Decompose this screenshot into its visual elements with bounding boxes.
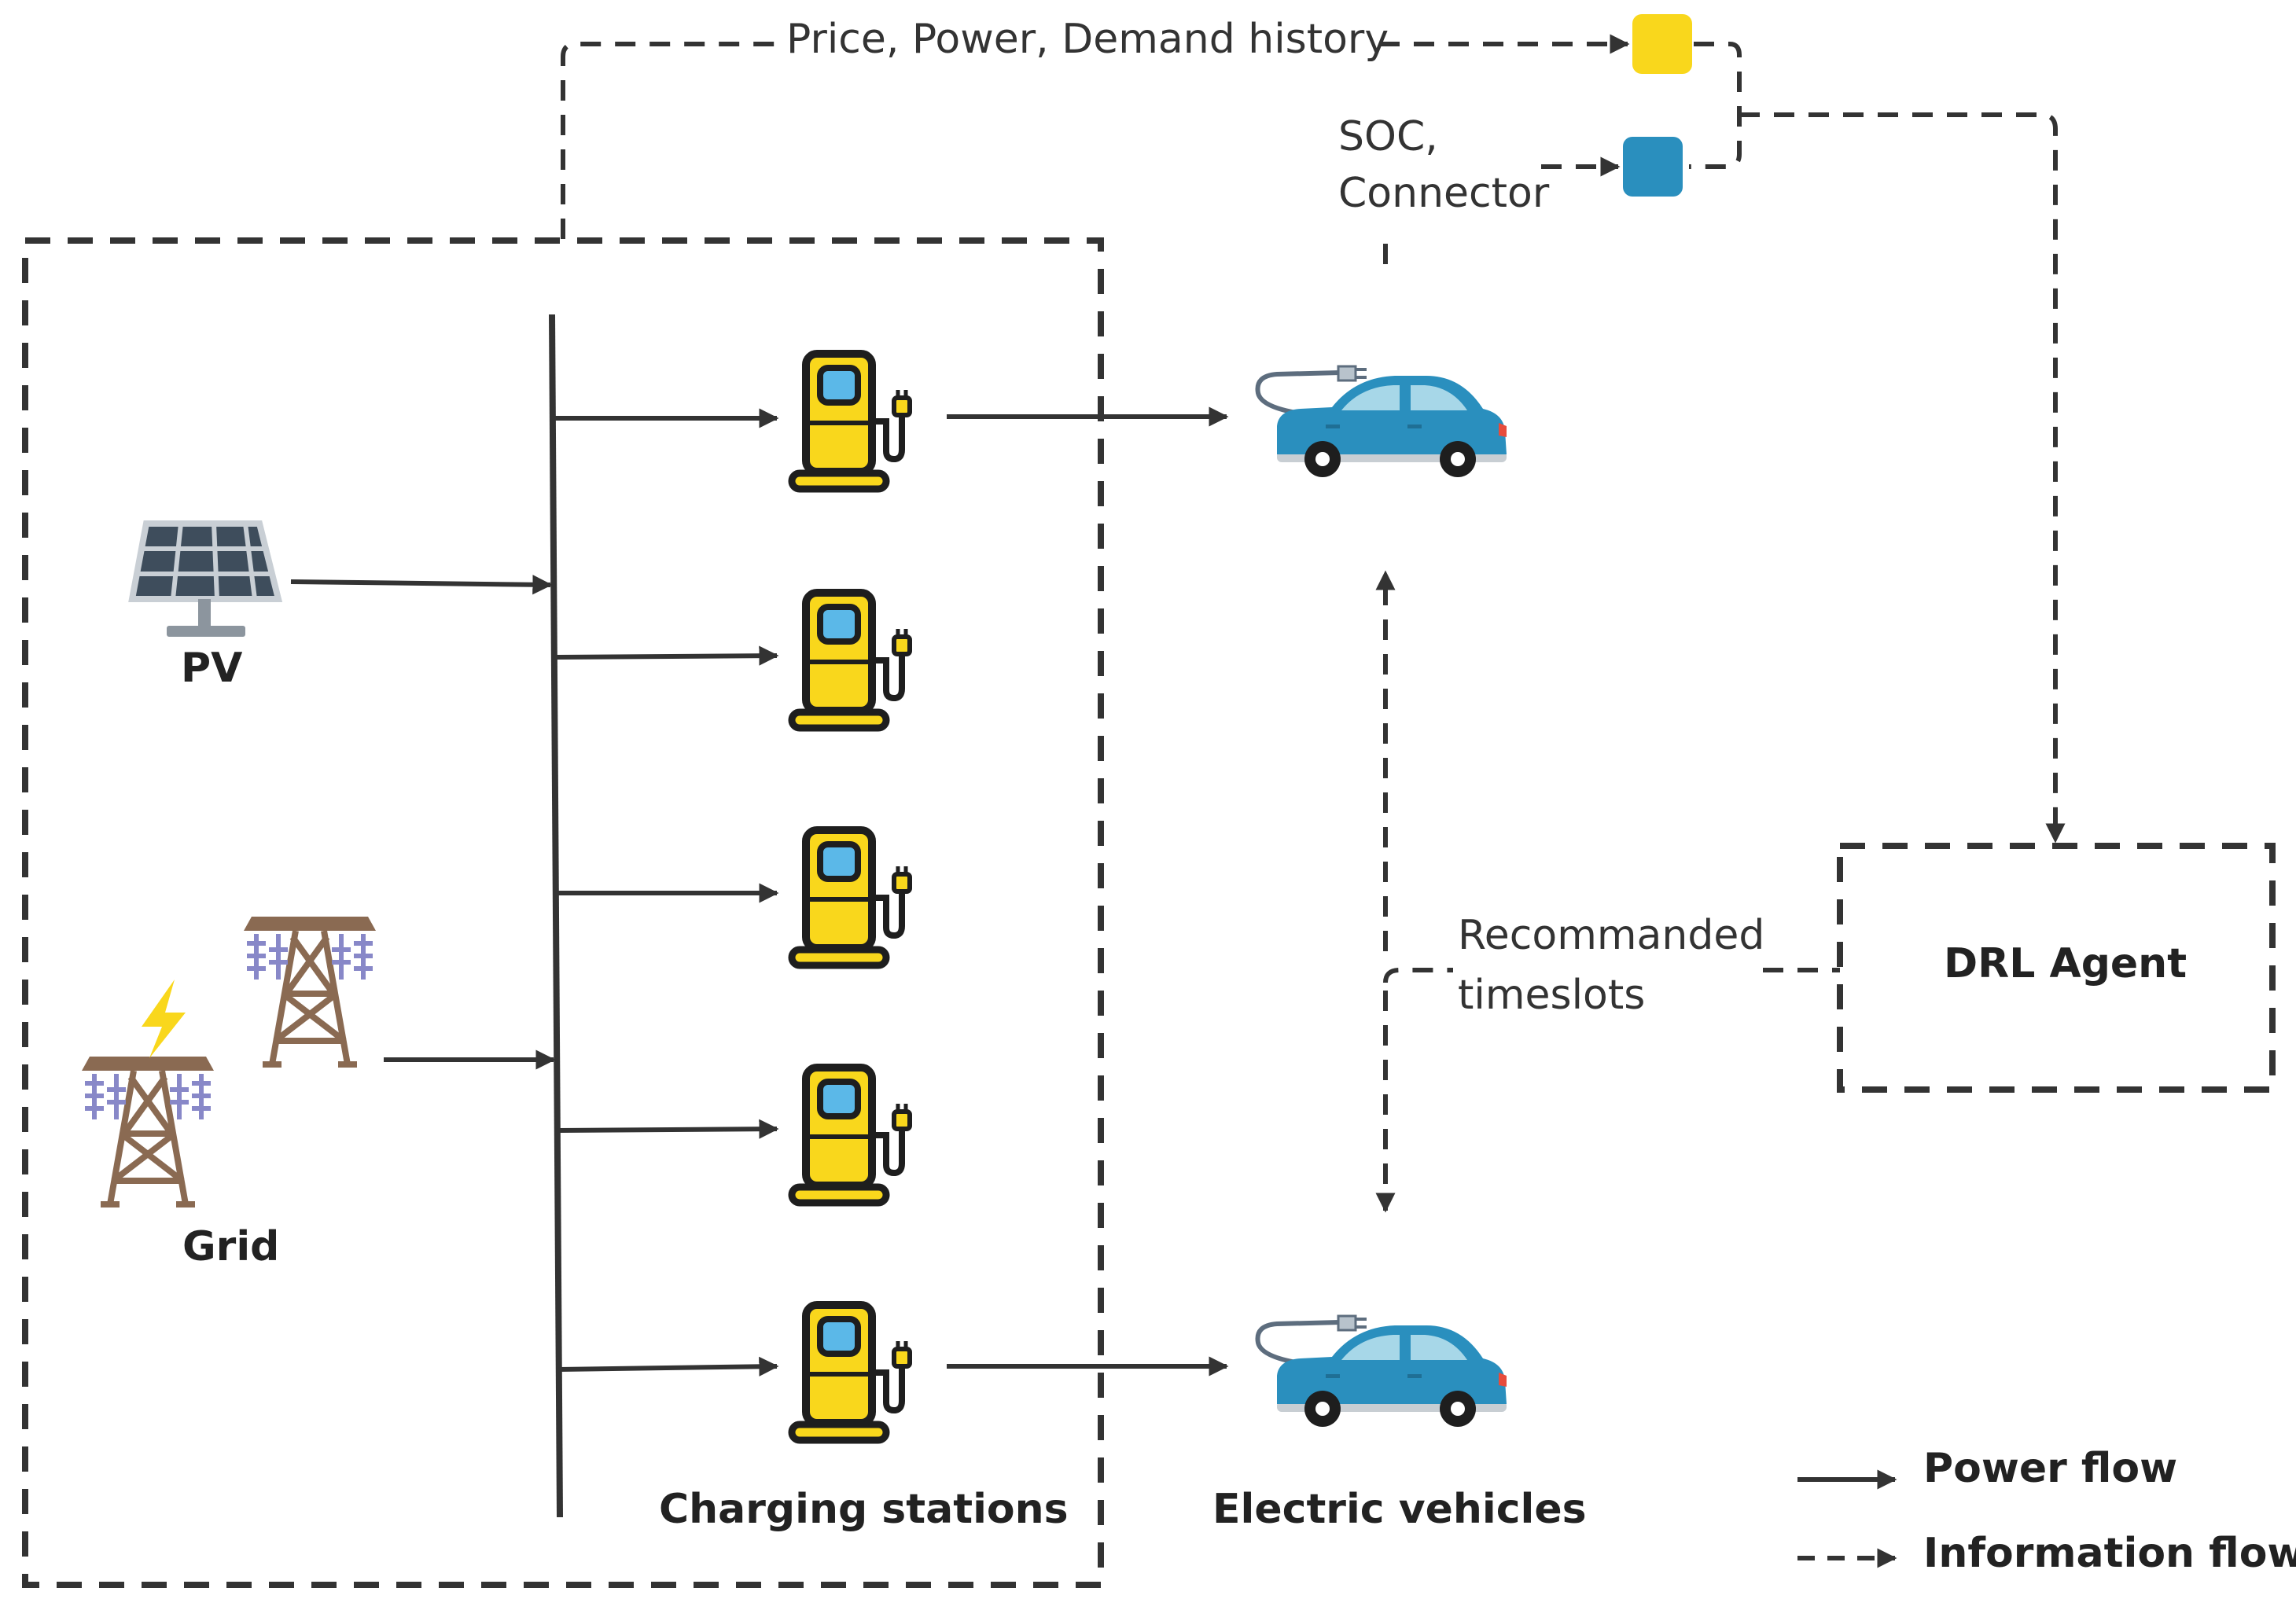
charging-station-icon-1 <box>792 354 910 489</box>
pv-label: PV <box>181 645 243 692</box>
history-state-square <box>1632 14 1692 74</box>
busbar-arrow-5 <box>558 1356 779 1377</box>
charging-stations-label: Charging stations <box>659 1486 1069 1533</box>
drl-agent-label: DRL Agent <box>1944 940 2187 987</box>
recommended-label-line1: Recommanded <box>1458 912 1765 959</box>
grid-tower-icon-front <box>82 1057 214 1204</box>
legend-information-flow-label: Information flow <box>1923 1530 2296 1577</box>
electric-vehicle-icon-bottom <box>1258 1316 1507 1427</box>
electric-vehicles-label: Electric vehicles <box>1212 1486 1587 1533</box>
state-to-agent-line <box>1739 112 2066 844</box>
charging-station-icon-2 <box>792 593 910 728</box>
solar-panel-icon <box>128 520 283 637</box>
charging-station-icon-4 <box>792 1068 910 1203</box>
history-info-label: Price, Power, Demand history <box>786 16 1389 63</box>
soc-label-line1: SOC, <box>1338 113 1438 160</box>
charging-station-icon-5 <box>792 1305 910 1440</box>
electric-vehicle-icon-top <box>1258 366 1507 477</box>
busbar-arrow-4 <box>557 1119 779 1139</box>
busbar-arrow-2 <box>556 645 779 666</box>
legend-power-flow-label: Power flow <box>1923 1445 2178 1492</box>
recommended-label-line2: timeslots <box>1458 972 1646 1019</box>
state-merge-line <box>1689 42 1742 169</box>
soc-label-line2: Connector <box>1338 170 1550 217</box>
lightning-icon <box>142 980 186 1058</box>
pv-power-arrow <box>290 575 553 595</box>
drl-agent-box <box>1837 843 2276 1093</box>
grid-tower-icon-back <box>244 917 376 1064</box>
grid-label: Grid <box>182 1223 280 1270</box>
charging-infrastructure-boundary <box>22 237 1104 1588</box>
recommendation-link <box>1383 968 1453 983</box>
soc-state-square <box>1623 137 1683 197</box>
charging-station-icon-3 <box>792 830 910 965</box>
history-info-line <box>561 42 786 239</box>
power-busbar <box>549 314 563 1518</box>
